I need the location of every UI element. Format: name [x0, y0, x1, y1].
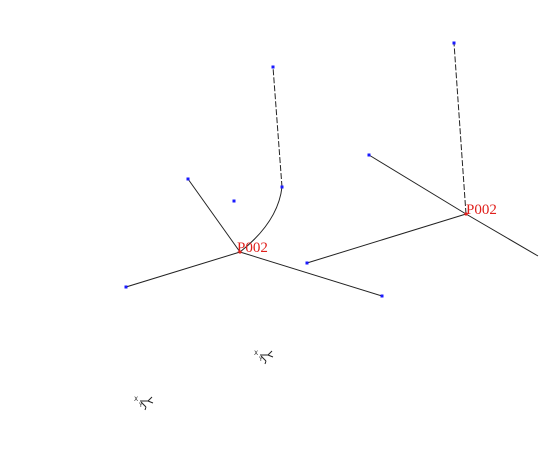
ucs-axis-icon: X Y — [134, 396, 154, 411]
wire-segment[interactable] — [272, 66, 283, 188]
wire-segment[interactable] — [239, 251, 383, 297]
axis-y-label: Y — [138, 402, 143, 409]
axis-lines — [140, 396, 154, 411]
grip-point[interactable] — [380, 294, 384, 298]
grip-point[interactable] — [124, 285, 128, 289]
grip-point[interactable] — [186, 177, 190, 181]
wire-segment[interactable] — [453, 42, 467, 215]
axis-y-label: Y — [258, 356, 263, 363]
wire-segment[interactable] — [465, 213, 539, 257]
grip-point[interactable] — [280, 185, 284, 189]
axis-x-label: X — [134, 396, 138, 403]
axis-lines — [260, 350, 274, 365]
point-label: P002 — [237, 240, 268, 256]
point-group-right[interactable]: P002 — [305, 41, 539, 265]
wire-arc[interactable] — [239, 186, 283, 253]
wire-segment[interactable] — [306, 213, 467, 264]
point-node-marker[interactable] — [464, 212, 468, 216]
grip-point[interactable] — [367, 153, 371, 157]
axis-x-label: X — [254, 350, 258, 357]
grip-point[interactable] — [452, 41, 456, 45]
grip-point[interactable] — [305, 261, 309, 265]
ucs-axis-icon: X Y — [254, 350, 274, 365]
wire-segment[interactable] — [125, 251, 241, 288]
grip-point[interactable] — [271, 65, 275, 69]
grip-point[interactable] — [232, 199, 236, 203]
point-node-marker[interactable] — [238, 250, 242, 254]
point-label: P002 — [466, 202, 497, 218]
wire-segment[interactable] — [368, 154, 467, 215]
point-group-left[interactable]: P002 — [124, 65, 384, 298]
wire-segment[interactable] — [187, 178, 241, 253]
